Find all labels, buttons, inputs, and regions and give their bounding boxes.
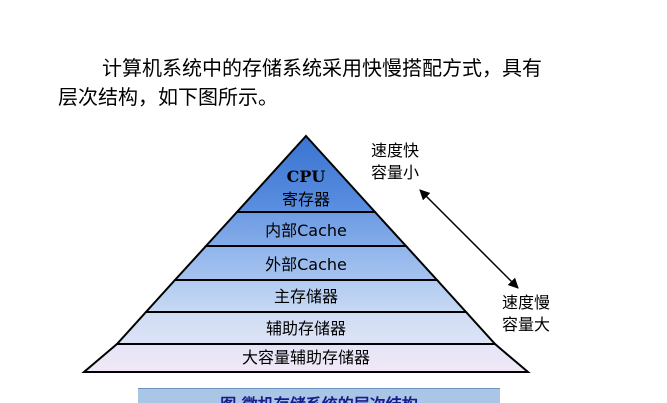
layer-label-secondary-storage: 辅助存储器 — [266, 319, 346, 338]
label-small-capacity: 容量小 — [371, 163, 420, 182]
layer-label-cpu: CPU — [287, 167, 326, 186]
label-slow-large: 速度慢 容量大 — [502, 292, 550, 336]
label-fast-small: 速度快 容量小 — [371, 140, 419, 184]
layer-label-registers: 寄存器 — [282, 190, 330, 209]
layer-label-mass-storage: 大容量辅助存储器 — [242, 348, 370, 367]
layer-band-mass-storage — [81, 343, 531, 373]
label-slow: 速度慢 — [502, 293, 551, 312]
intro-line-2: 层次结构，如下图所示。 — [58, 85, 278, 109]
label-fast: 速度快 — [371, 141, 420, 160]
figure-caption: 图 微机存储系统的层次结构 — [138, 391, 500, 403]
layer-label-main-memory: 主存储器 — [274, 287, 338, 306]
figure-caption-bar: 图 微机存储系统的层次结构 — [138, 388, 500, 403]
speed-capacity-arrow — [419, 189, 519, 289]
label-large-capacity: 容量大 — [502, 315, 551, 334]
layer-label-internal-cache: 内部Cache — [265, 221, 347, 240]
layer-label-external-cache: 外部Cache — [265, 255, 347, 274]
intro-line-1: 计算机系统中的存储系统采用快慢搭配方式，具有 — [102, 56, 542, 80]
intro-paragraph: 计算机系统中的存储系统采用快慢搭配方式，具有 层次结构，如下图所示。 — [58, 54, 618, 112]
